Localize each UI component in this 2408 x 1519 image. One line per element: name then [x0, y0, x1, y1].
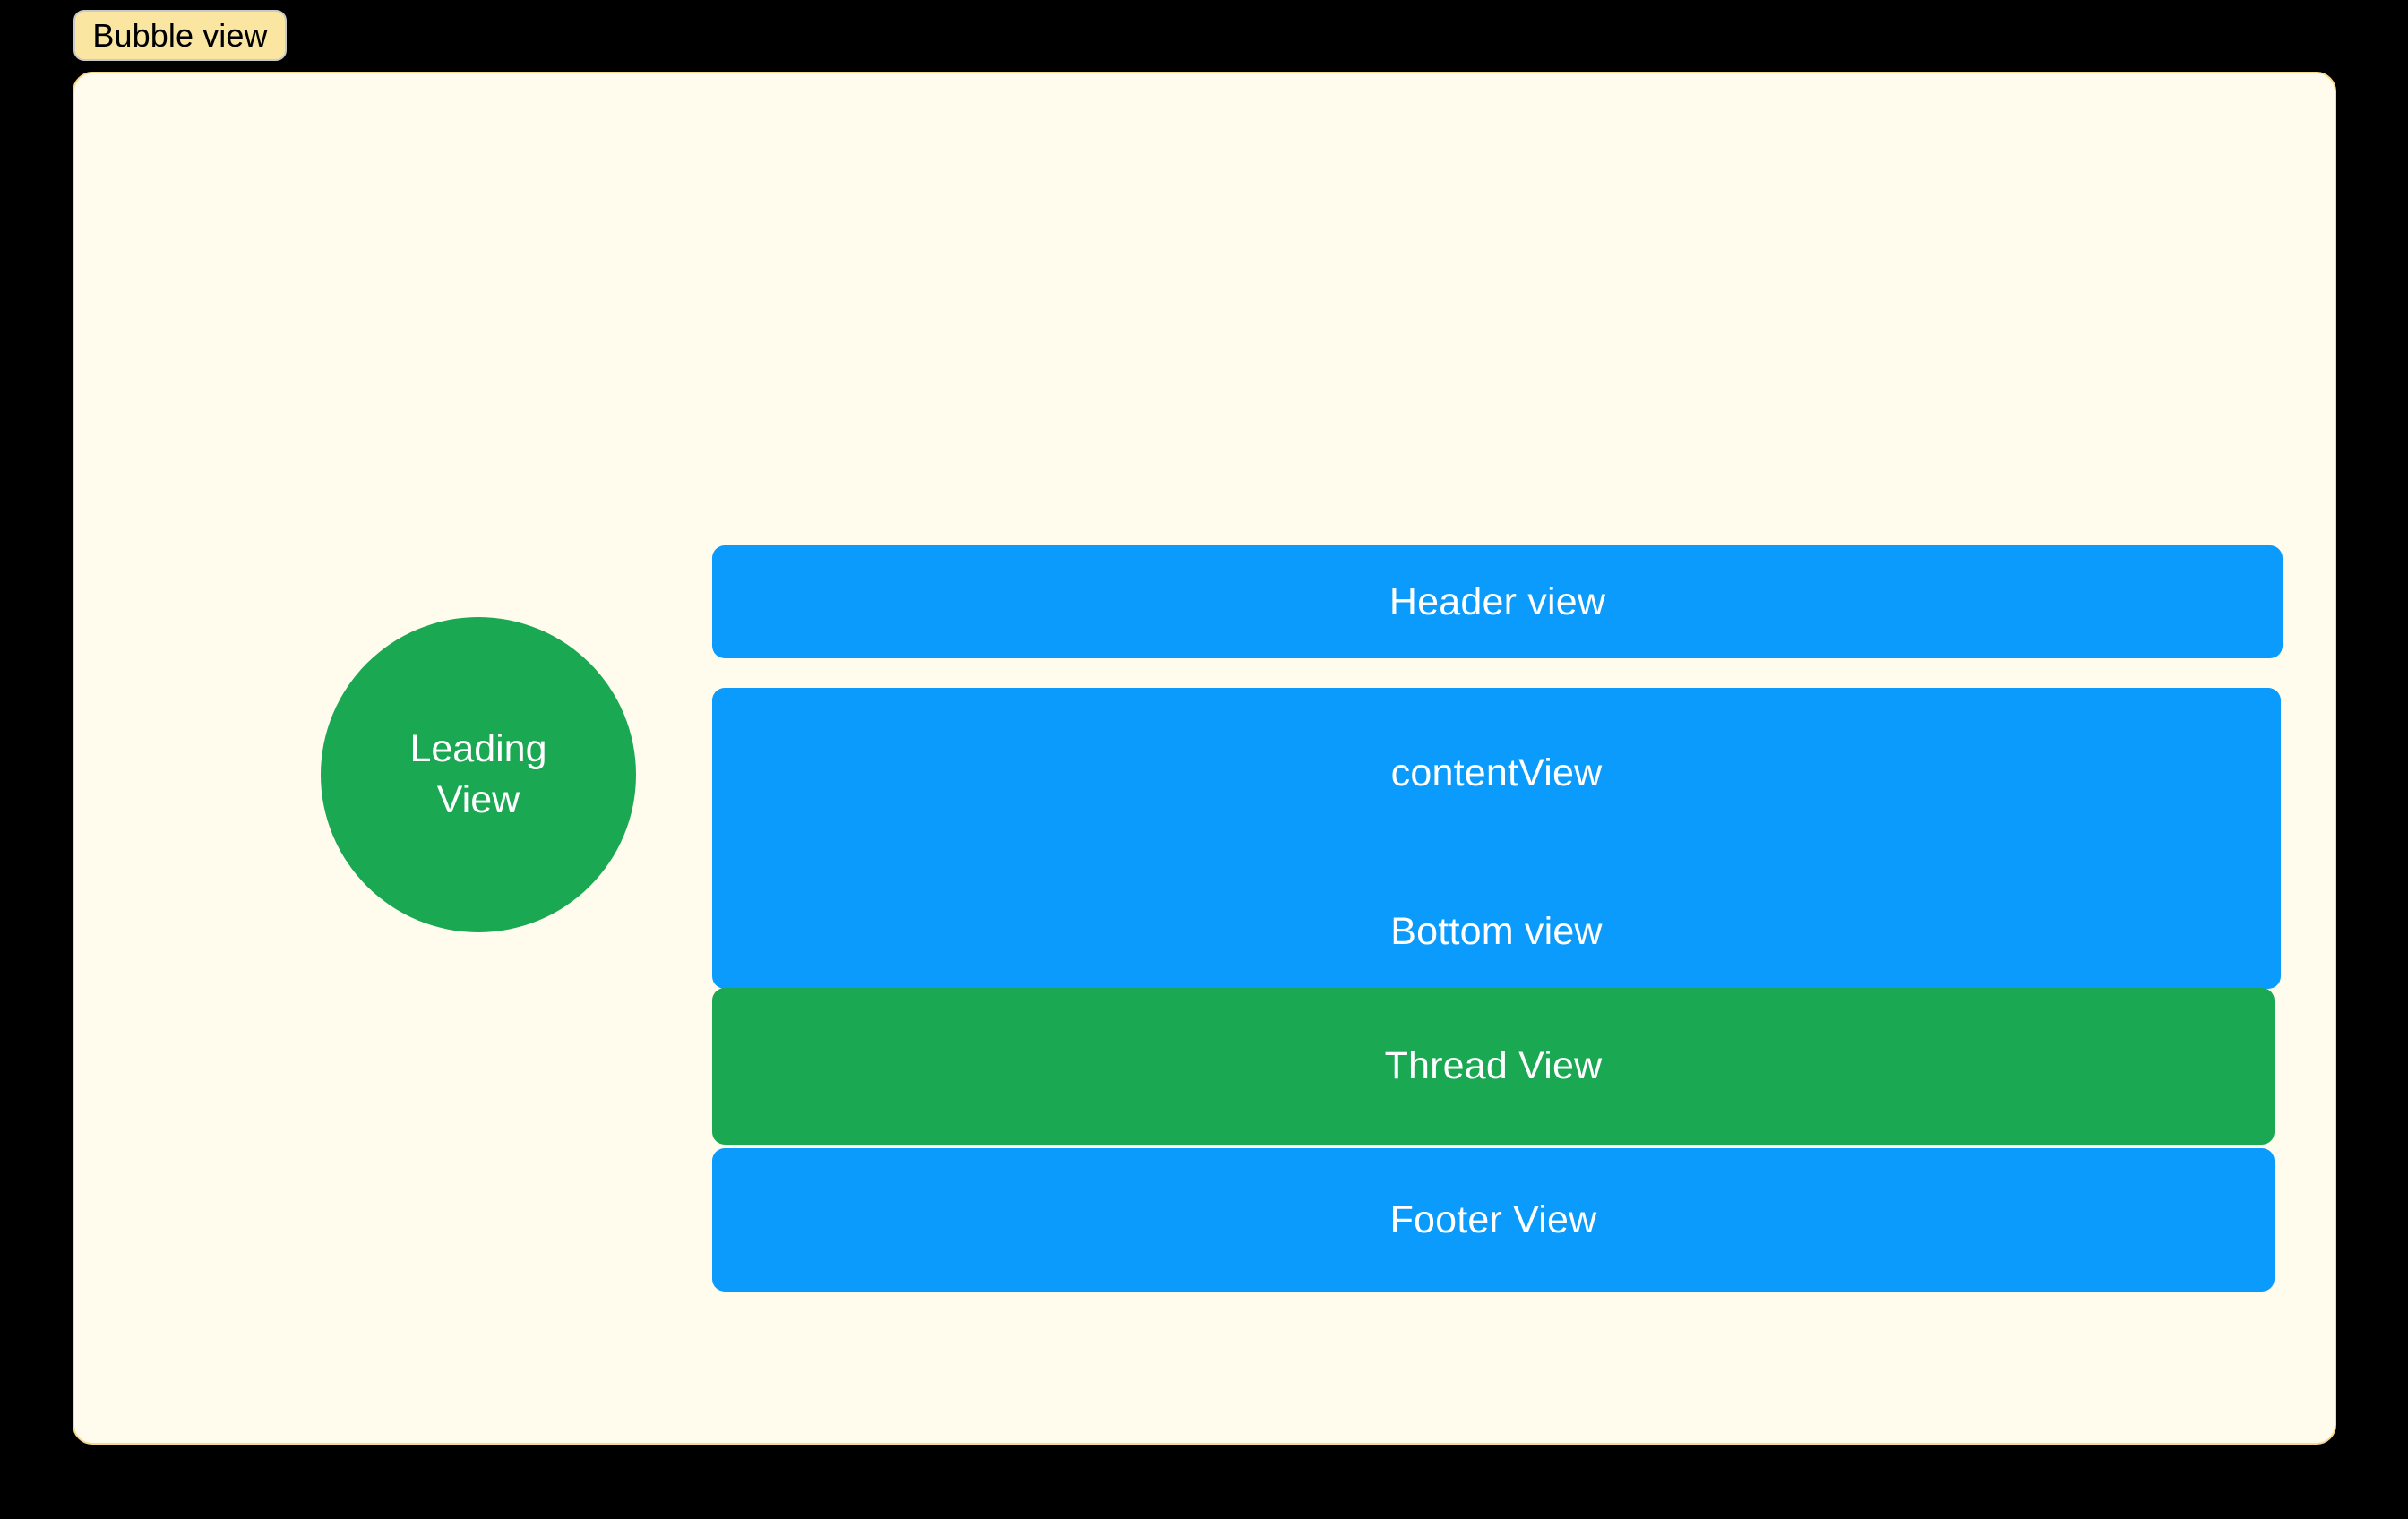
footer-view-bubble[interactable]: Footer View	[712, 1148, 2275, 1292]
bubble-view-title-tab: Bubble view	[73, 10, 287, 61]
content-view-bubble[interactable]: contentView Bottom view	[712, 688, 2281, 989]
thread-view-label: Thread View	[1384, 1044, 1603, 1087]
leading-view-label-line2: View	[436, 778, 520, 821]
bubble-view-title-text: Bubble view	[92, 16, 268, 54]
header-view-label: Header view	[1389, 579, 1606, 623]
leading-view-circle[interactable]: Leading View	[321, 617, 636, 932]
bottom-view-label: Bottom view	[1390, 910, 1603, 953]
bubble-view-canvas: Leading View Header view contentView Bot…	[73, 72, 2336, 1445]
header-view-bubble[interactable]: Header view	[712, 545, 2283, 658]
thread-view-bubble[interactable]: Thread View	[712, 988, 2275, 1145]
footer-view-label: Footer View	[1389, 1197, 1597, 1241]
content-view-label: contentView	[1390, 751, 1603, 794]
leading-view-label-line1: Leading	[409, 727, 547, 771]
